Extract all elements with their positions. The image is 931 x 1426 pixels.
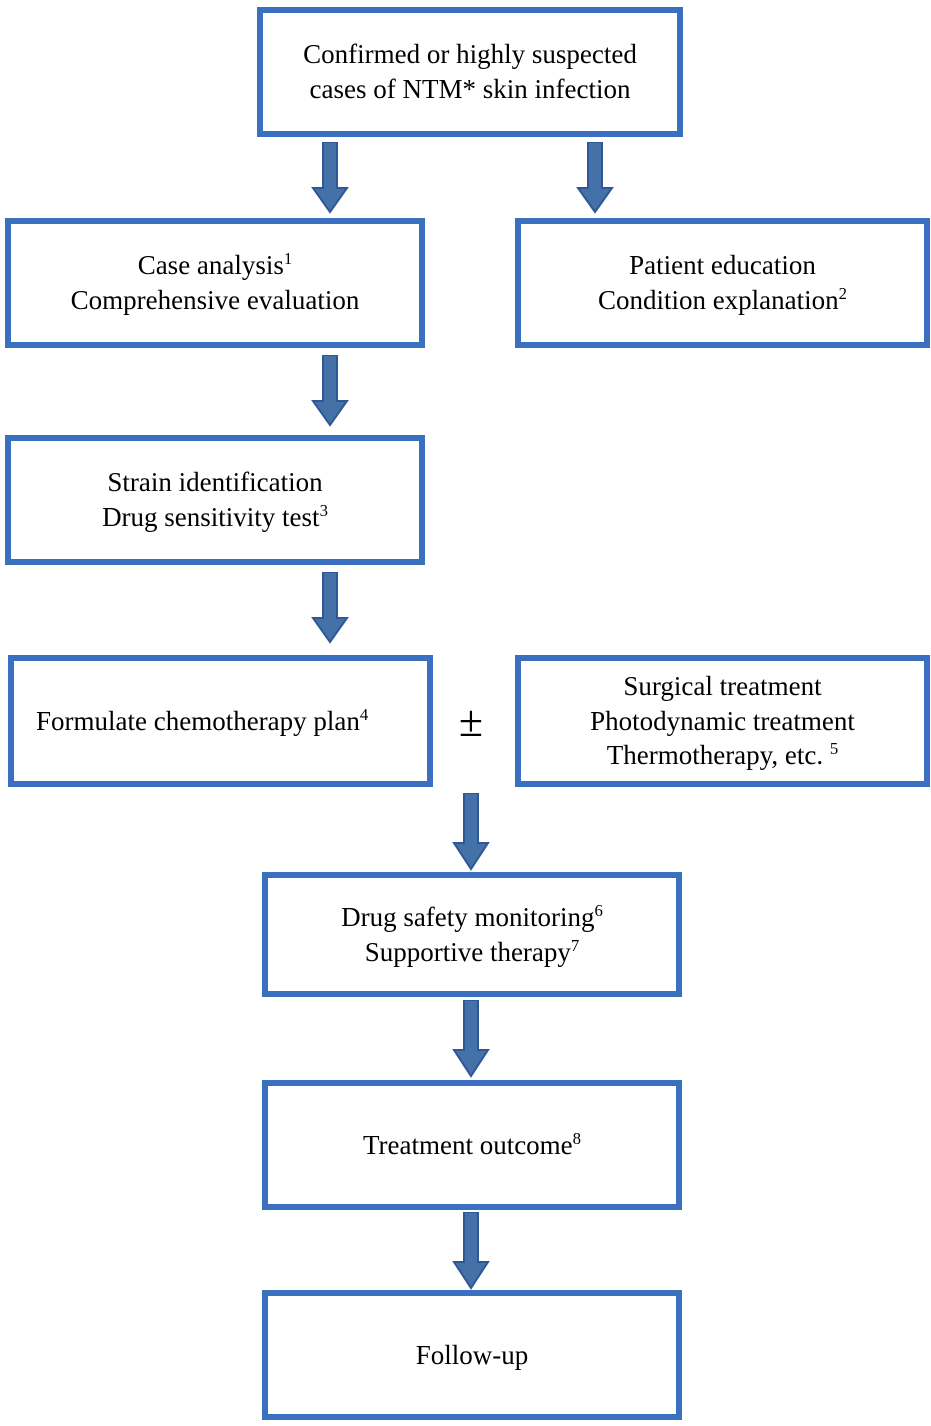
condition-explanation-label: Condition explanation: [597, 285, 839, 315]
plus-minus-operator: ±: [458, 697, 484, 746]
drug-sensitivity-superscript: 3: [319, 501, 328, 520]
confirmed-cases-line-1: Confirmed or highly suspected: [303, 39, 637, 70]
supportive-therapy-label: Supportive therapy: [364, 936, 571, 967]
patient-education-text: Patient education Condition explanation2: [521, 248, 924, 317]
confirmed-cases-line-2: cases of NTM* skin infection: [309, 74, 631, 104]
arrow-strain-to-chemotherapy: [306, 572, 354, 644]
surgical-treatment-box[interactable]: Surgical treatment Photodynamic treatmen…: [515, 655, 930, 787]
drug-safety-monitoring-text: Drug safety monitoring6 Supportive thera…: [268, 900, 676, 969]
drug-safety-monitoring-line-2: Supportive therapy7: [278, 935, 666, 970]
drug-safety-monitoring-label: Drug safety monitoring: [341, 901, 595, 932]
strain-identification-box[interactable]: Strain identification Drug sensitivity t…: [5, 435, 425, 565]
strain-identification-line-1: Strain identification: [107, 467, 323, 498]
drug-sensitivity-label: Drug sensitivity test: [102, 502, 320, 532]
case-analysis-line-1: Case analysis1: [21, 248, 409, 283]
drug-safety-monitoring-superscript: 6: [594, 900, 603, 920]
arrow-confirmed-to-patient-education: [571, 142, 619, 214]
formulate-chemotherapy-plan-label: Formulate chemotherapy plan: [36, 705, 360, 736]
arrow-case-analysis-to-strain: [306, 355, 354, 427]
supportive-therapy-superscript: 7: [570, 935, 580, 955]
case-analysis-label: Case analysis: [137, 250, 284, 281]
patient-education-box[interactable]: Patient education Condition explanation2: [515, 218, 930, 348]
drug-safety-monitoring-box[interactable]: Drug safety monitoring6 Supportive thera…: [262, 872, 682, 997]
follow-up-line-1: Follow-up: [415, 1339, 529, 1370]
surgical-treatment-line-1: Surgical treatment: [623, 671, 822, 702]
condition-explanation-superscript: 2: [838, 284, 848, 303]
confirmed-cases-text: Confirmed or highly suspected cases of N…: [263, 37, 677, 106]
formulate-chemotherapy-plan-line-1: Formulate chemotherapy plan4: [36, 704, 417, 739]
strain-identification-line-2: Drug sensitivity test3: [21, 500, 409, 535]
thermotherapy-label: Thermotherapy, etc.: [606, 740, 830, 771]
strain-identification-text: Strain identification Drug sensitivity t…: [11, 465, 419, 534]
case-analysis-superscript: 1: [283, 249, 293, 269]
surgical-treatment-line-2: Photodynamic treatment: [590, 705, 855, 736]
case-analysis-box[interactable]: Case analysis1 Comprehensive evaluation: [5, 218, 425, 348]
treatment-outcome-label: Treatment outcome: [362, 1129, 573, 1160]
surgical-treatment-line-3: Thermotherapy, etc. 5: [531, 738, 914, 773]
arrow-chemotherapy-to-drug-safety: [447, 793, 495, 871]
confirmed-cases-box[interactable]: Confirmed or highly suspected cases of N…: [257, 7, 683, 137]
treatment-outcome-box[interactable]: Treatment outcome8: [262, 1080, 682, 1210]
treatment-outcome-superscript: 8: [572, 1128, 582, 1148]
case-analysis-line-2: Comprehensive evaluation: [70, 285, 360, 315]
surgical-treatment-text: Surgical treatment Photodynamic treatmen…: [521, 669, 924, 773]
follow-up-box[interactable]: Follow-up: [262, 1290, 682, 1420]
arrow-drug-safety-to-outcome: [447, 1000, 495, 1078]
drug-safety-monitoring-line-1: Drug safety monitoring6: [278, 900, 666, 935]
follow-up-text: Follow-up: [268, 1338, 676, 1373]
thermotherapy-superscript: 5: [829, 739, 839, 759]
formulate-chemotherapy-plan-superscript: 4: [359, 704, 369, 724]
treatment-outcome-line-1: Treatment outcome8: [278, 1128, 666, 1163]
patient-education-line-2: Condition explanation2: [531, 283, 914, 318]
patient-education-line-1: Patient education: [629, 250, 816, 281]
case-analysis-text: Case analysis1 Comprehensive evaluation: [11, 248, 419, 317]
formulate-chemotherapy-plan-text: Formulate chemotherapy plan4: [14, 704, 427, 739]
arrow-confirmed-to-case-analysis: [306, 142, 354, 214]
treatment-outcome-text: Treatment outcome8: [268, 1128, 676, 1163]
arrow-outcome-to-follow-up: [447, 1212, 495, 1290]
formulate-chemotherapy-plan-box[interactable]: Formulate chemotherapy plan4: [8, 655, 433, 787]
